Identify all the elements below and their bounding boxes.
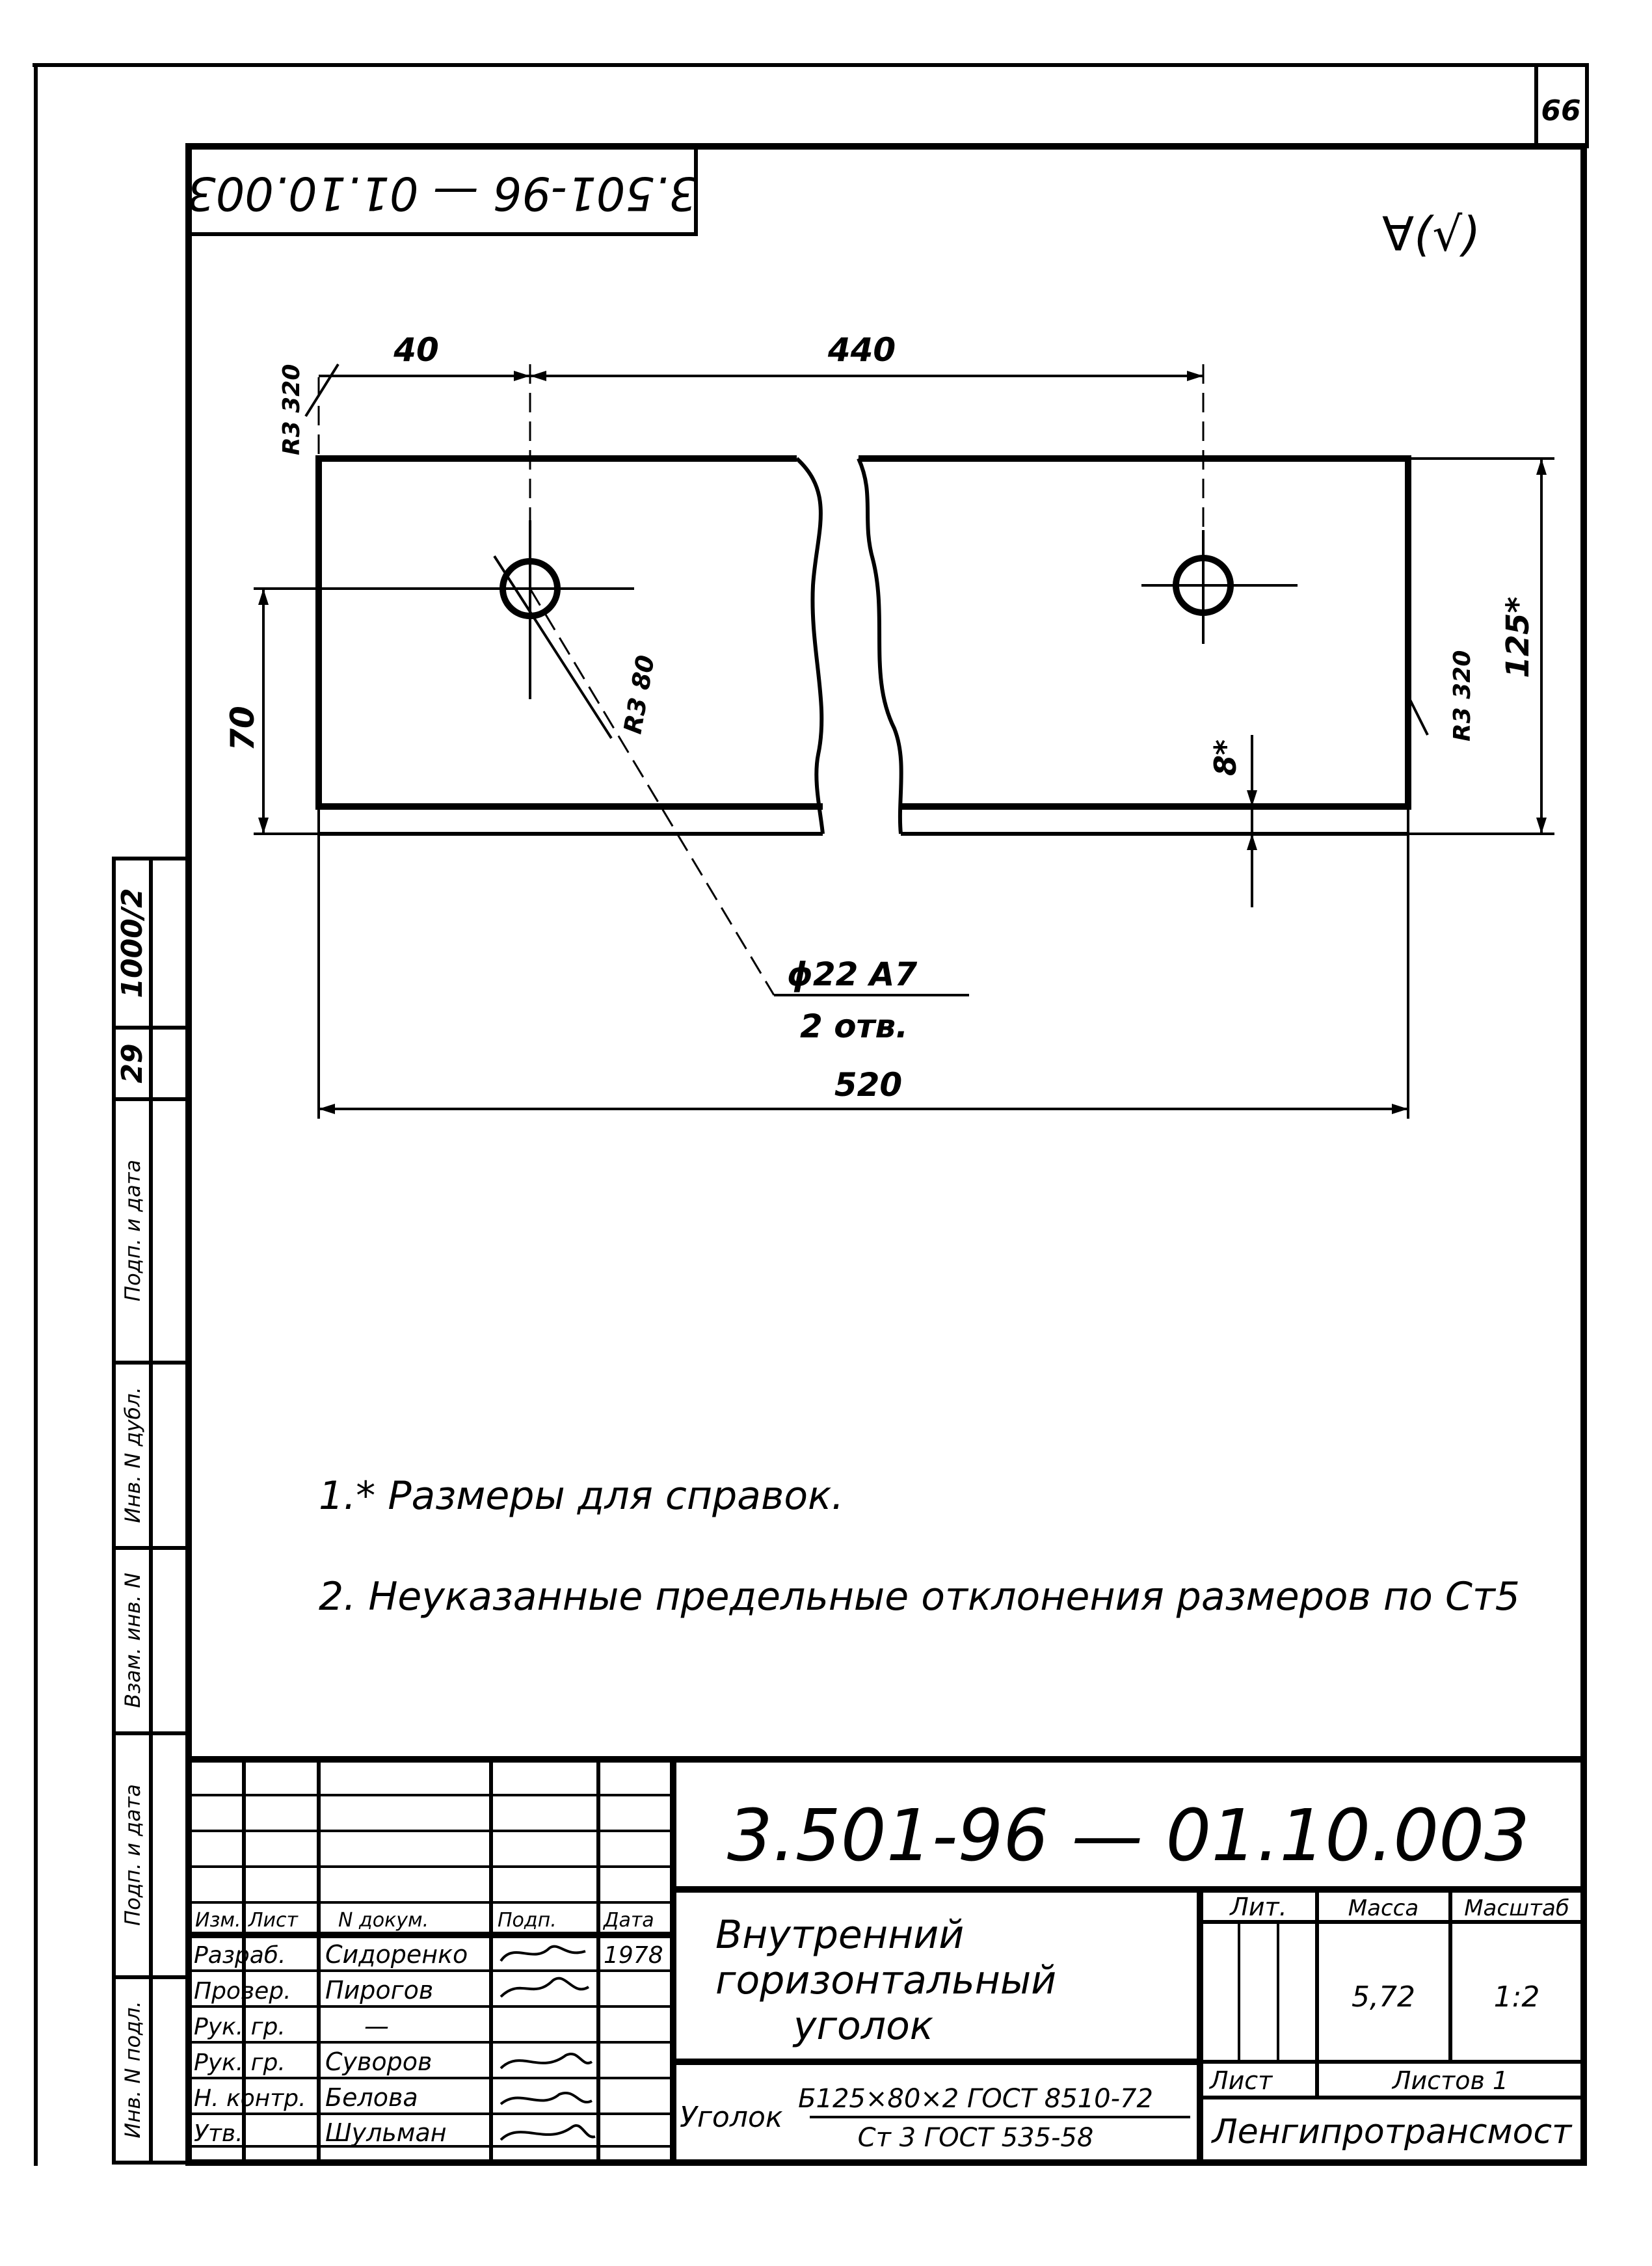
role-2: Провер.: [194, 1978, 291, 2005]
dim-40: 40: [393, 331, 439, 369]
dim-8-text: 8*: [1208, 740, 1243, 776]
note-1: 1.* Размеры для справок.: [319, 1473, 844, 1519]
tb-designation: 3.501-96 — 01.10.003: [727, 1794, 1530, 1877]
side-inv-number: 1000/2: [116, 888, 149, 998]
role-5: Н. контр.: [194, 2085, 306, 2112]
hole-callout: ϕ22 A7 2 отв.: [529, 588, 969, 1045]
name-5: Белова: [325, 2083, 418, 2112]
role-1: Разраб.: [194, 1942, 286, 1969]
dim-70: 70: [224, 587, 472, 835]
tb-header-doc: N докум.: [338, 1909, 429, 1932]
tb-name-line2: горизонтальный: [715, 1958, 1056, 2003]
side-sheet-number: 29: [116, 1043, 149, 1083]
hole-callout-count: 2 отв.: [800, 1007, 908, 1045]
side-label-inv: Инв. N подл.: [120, 2001, 145, 2138]
name-2: Пирогов: [325, 1976, 433, 2005]
dim-520-text: 520: [834, 1066, 902, 1104]
name-4: Суворов: [325, 2047, 432, 2076]
sheet-number: 66: [1541, 94, 1580, 127]
tb-sheets-label: Листов 1: [1391, 2066, 1508, 2095]
tb-name-line1: Внутренний: [715, 1912, 964, 1958]
tb-mass-value: 5,72: [1352, 1980, 1415, 2014]
radius-right-text: R3 320: [1449, 650, 1476, 741]
dim-125: 125*: [1408, 457, 1554, 835]
tb-header-izm: Изм.: [195, 1909, 241, 1932]
side-label-sign2: Подп. и дата: [120, 1160, 145, 1301]
hole-callout-main: ϕ22 A7: [787, 955, 918, 993]
top-stamp: 3.501-96 — 01.10.003: [187, 144, 698, 236]
tb-mass-label: Масса: [1348, 1895, 1419, 1921]
tb-header-sign: Подп.: [498, 1909, 557, 1932]
tb-material-top: Б125×80×2 ГОСТ 8510-72: [798, 2084, 1153, 2114]
hole-radius-text: R3 80: [619, 653, 660, 736]
tb-material-prefix: Уголок: [680, 2101, 783, 2134]
role-6: Утв.: [194, 2120, 243, 2147]
radius-right: R3 320: [1407, 650, 1476, 741]
part-outline: [315, 455, 1411, 836]
dim-440: 440: [827, 331, 896, 369]
tb-scale-value: 1:2: [1494, 1980, 1540, 2014]
tb-name-line3: уголок: [792, 2003, 933, 2049]
sheet-number-box: [1534, 63, 1589, 148]
side-label-replace: Взам. инв. N: [120, 1573, 145, 1708]
signatures: [500, 1945, 596, 2141]
roughness-mark: ∀(√): [1382, 207, 1480, 261]
tb-material-bottom: Ст 3 ГОСТ 535-58: [858, 2123, 1094, 2153]
name-1: Сидоренко: [325, 1940, 468, 1969]
dim-520: 520: [317, 834, 1409, 1119]
radius-top-left-text: R3 320: [278, 364, 305, 455]
tb-sheet-label: Лист: [1208, 2066, 1273, 2095]
tb-lit-label: Лит.: [1229, 1893, 1287, 1921]
tb-header-list: Лист: [248, 1909, 299, 1932]
side-label-sign1: Подп. и дата: [120, 1784, 145, 1926]
side-label-dup: Инв. N дубл.: [120, 1387, 145, 1523]
title-block-grid: [189, 1756, 1584, 2163]
radius-top-left: R3 320: [278, 363, 340, 455]
note-2: 2. Неуказанные предельные отклонения раз…: [319, 1574, 1520, 1620]
hole-right: [1141, 530, 1298, 644]
side-stamp: [112, 857, 191, 2165]
top-stamp-text: 3.501-96 — 01.10.003: [187, 167, 697, 220]
dim-8: 8*: [1208, 735, 1257, 907]
dim-top: [317, 364, 1205, 530]
dim-70-text: 70: [224, 706, 261, 751]
name-3: —: [364, 2012, 389, 2040]
role-3: Рук. гр.: [194, 2014, 286, 2040]
date-1: 1978: [604, 1942, 663, 1969]
dim-125-text: 125*: [1500, 596, 1536, 678]
hole-left: [472, 520, 634, 699]
tb-scale-label: Масштаб: [1464, 1895, 1569, 1921]
role-4: Рук. гр.: [194, 2049, 286, 2076]
tb-organization: Ленгипротрансмост: [1211, 2113, 1573, 2152]
name-6: Шульман: [325, 2118, 447, 2147]
hole-radius: R3 80: [493, 555, 660, 740]
tb-header-date: Дата: [602, 1909, 654, 1932]
